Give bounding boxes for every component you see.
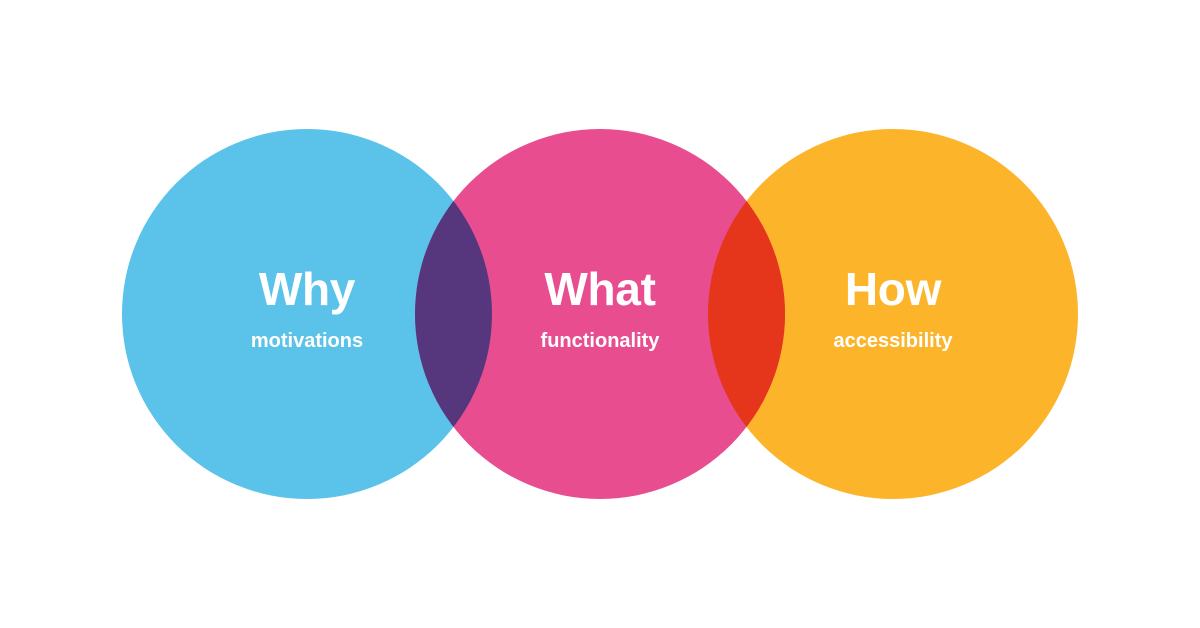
circle-what[interactable] — [415, 129, 785, 499]
circle-why[interactable] — [122, 129, 492, 499]
circle-how[interactable] — [708, 129, 1078, 499]
